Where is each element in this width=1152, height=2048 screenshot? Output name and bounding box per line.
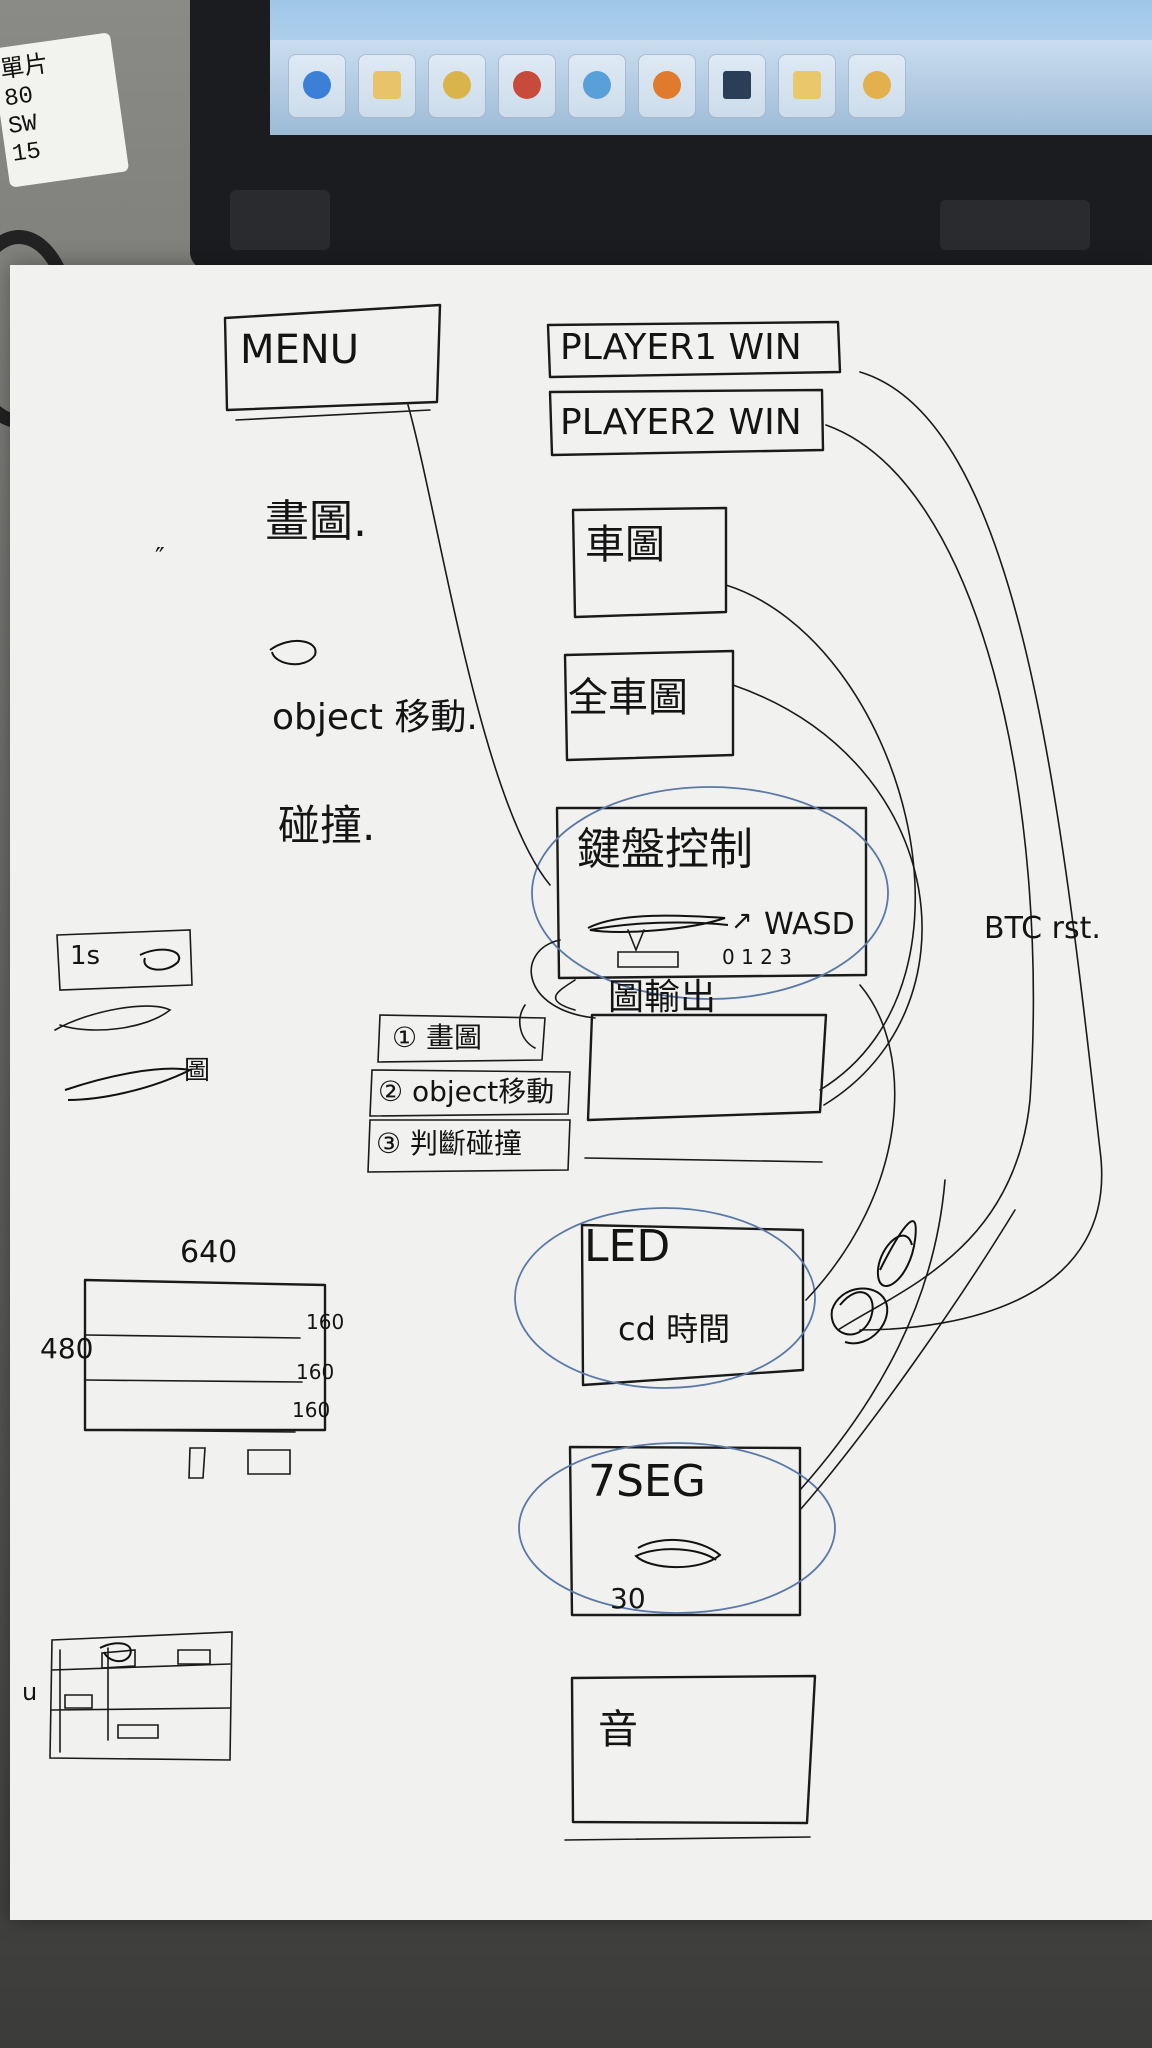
keyboard-scribble: [587, 914, 729, 933]
keyboard-to-led: [805, 984, 896, 1301]
img-output-box: [586, 1013, 828, 1122]
mini-layout: [49, 1631, 233, 1761]
keyboard-to-output: [530, 939, 596, 1019]
explorer-icon[interactable]: [358, 54, 416, 118]
step-1: ① 畫圖: [392, 1021, 483, 1054]
seg7-label: 7SEG: [588, 1456, 706, 1507]
full-img-label: 全車圖: [568, 675, 688, 721]
menu-label: MENU: [240, 327, 359, 373]
step-3: ③ 判斷碰撞: [376, 1127, 523, 1160]
scribble-knot: [830, 1287, 889, 1345]
car-img-label: 車圖: [585, 522, 665, 568]
keyboard-arrow: ↗: [731, 906, 753, 936]
small-scribble: [269, 639, 317, 666]
img-output-label: 圖輸出: [608, 977, 717, 1018]
paper-sheet: [10, 265, 1152, 1920]
firefox-icon[interactable]: [638, 54, 696, 118]
note-draw: 畫圖.: [265, 496, 367, 547]
mini-box-1: [56, 929, 193, 991]
taskbar: [270, 40, 1152, 135]
keyboard-label: 鍵盤控制: [577, 824, 753, 875]
corner-label: u: [22, 1678, 38, 1706]
led-label: LED: [584, 1221, 671, 1272]
step3-box: [367, 1119, 571, 1173]
layout-frame: [83, 1278, 327, 1432]
full-img-box: [563, 649, 735, 762]
layout-height-label: 480: [40, 1332, 94, 1365]
step2-box: [369, 1069, 571, 1117]
layout-row-label-3: 160: [292, 1398, 331, 1422]
player1-box: [546, 320, 842, 379]
seg7-sub-label: 30: [610, 1582, 646, 1615]
player1-label: PLAYER1 WIN: [560, 327, 802, 368]
player2-curve: [825, 424, 1035, 1331]
player1-curve: [859, 371, 1103, 1331]
chrome-icon[interactable]: [428, 54, 486, 118]
player2-label: PLAYER2 WIN: [560, 402, 802, 443]
led-circle: [514, 1207, 816, 1389]
keyboard-circle: [531, 786, 889, 1000]
full-to-output: [732, 684, 923, 1106]
note-object-move: object 移動.: [272, 697, 478, 738]
keyboard-box: [555, 806, 868, 980]
step-2: ② object移動: [378, 1075, 555, 1108]
layout-row-label-1: 160: [306, 1310, 345, 1334]
left-mark: ″: [155, 543, 165, 573]
folder-icon[interactable]: [778, 54, 836, 118]
sound-box: [570, 1674, 817, 1825]
browser-icon[interactable]: [568, 54, 626, 118]
led-sub-label: cd 時間: [618, 1310, 731, 1348]
car-img-box: [571, 506, 728, 619]
side-label: BTC rst.: [984, 911, 1101, 946]
note-collision: 碰撞.: [278, 801, 376, 850]
start-button-icon[interactable]: [288, 54, 346, 118]
mini-note-1s: 1s: [70, 941, 101, 971]
laptop-hinge: [230, 190, 330, 250]
seg7-curve: [799, 1209, 1016, 1511]
layout-width-label: 640: [180, 1235, 238, 1270]
laptop-hinge: [940, 200, 1090, 250]
menu-box: [223, 303, 442, 412]
mini-note-img: 圖: [184, 1056, 211, 1086]
app-icon[interactable]: [848, 54, 906, 118]
seg7-circle: [518, 1442, 836, 1614]
led-box: [580, 1223, 805, 1387]
chrome-icon[interactable]: [498, 54, 556, 118]
player2-box: [548, 388, 825, 457]
keyboard-nums: 0 1 2 3: [722, 945, 792, 969]
car-to-output: [725, 584, 916, 1091]
layout-row-label-2: 160: [296, 1360, 335, 1384]
photo-viewer-icon[interactable]: [708, 54, 766, 118]
menu-to-keyboard: [407, 404, 551, 886]
seg7-box: [568, 1445, 802, 1617]
sound-label: 音: [598, 1707, 638, 1753]
keyboard-keys: WASD: [764, 907, 855, 942]
step1-box: [377, 1014, 546, 1063]
